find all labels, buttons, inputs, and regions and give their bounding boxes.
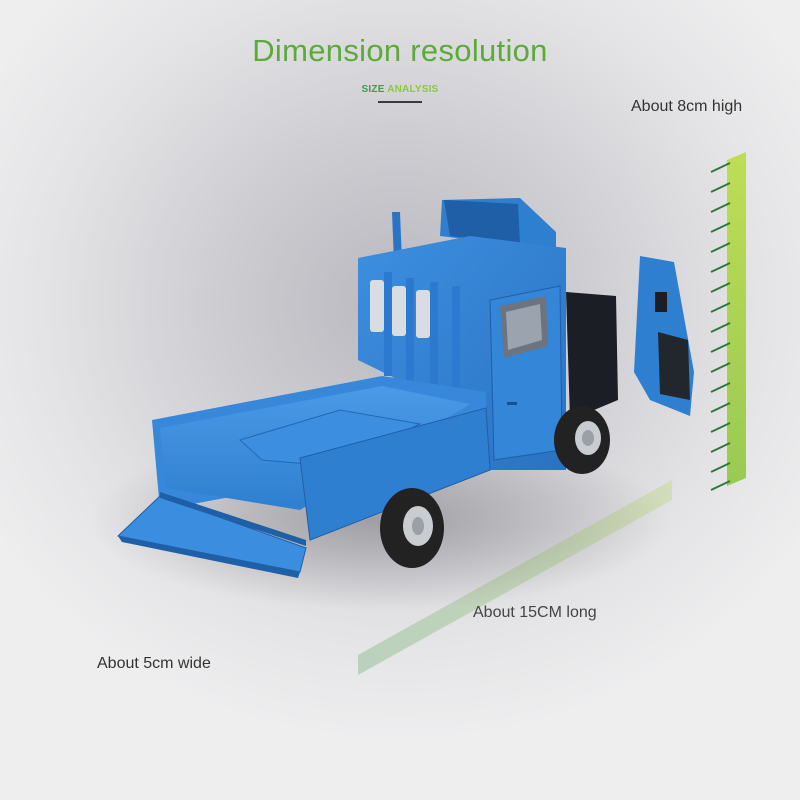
subtitle: SIZE ANALYSIS bbox=[0, 84, 800, 95]
length-ruler bbox=[357, 475, 672, 675]
page-title: Dimension resolution bbox=[252, 33, 548, 68]
width-ruler bbox=[95, 568, 306, 684]
cab-rear-window bbox=[370, 280, 430, 338]
length-label: About 15CM long bbox=[473, 604, 597, 621]
height-ruler bbox=[710, 152, 746, 491]
width-label: About 5cm wide bbox=[97, 655, 211, 672]
height-label: About 8cm high bbox=[631, 98, 743, 115]
title-underline-divider bbox=[378, 101, 422, 103]
subtitle-analysis: ANALYSIS bbox=[387, 84, 439, 95]
subtitle-size: SIZE bbox=[361, 84, 388, 95]
